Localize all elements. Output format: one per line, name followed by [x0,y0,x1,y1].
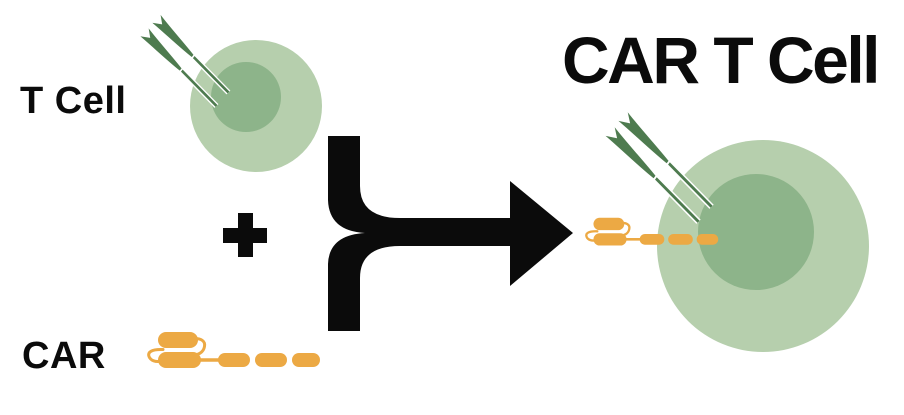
t-cell-nucleus [211,62,281,132]
t-cell-label: T Cell [20,80,127,122]
car-t-cell-nucleus [698,174,814,290]
car-icon [146,330,322,370]
merge-arrow-icon [328,136,573,331]
car-label: CAR [22,335,106,377]
car-t-cell-group [584,109,869,352]
page-title: CAR T Cell [562,23,881,97]
plus-icon [223,213,267,257]
t-cell-group [137,12,322,172]
